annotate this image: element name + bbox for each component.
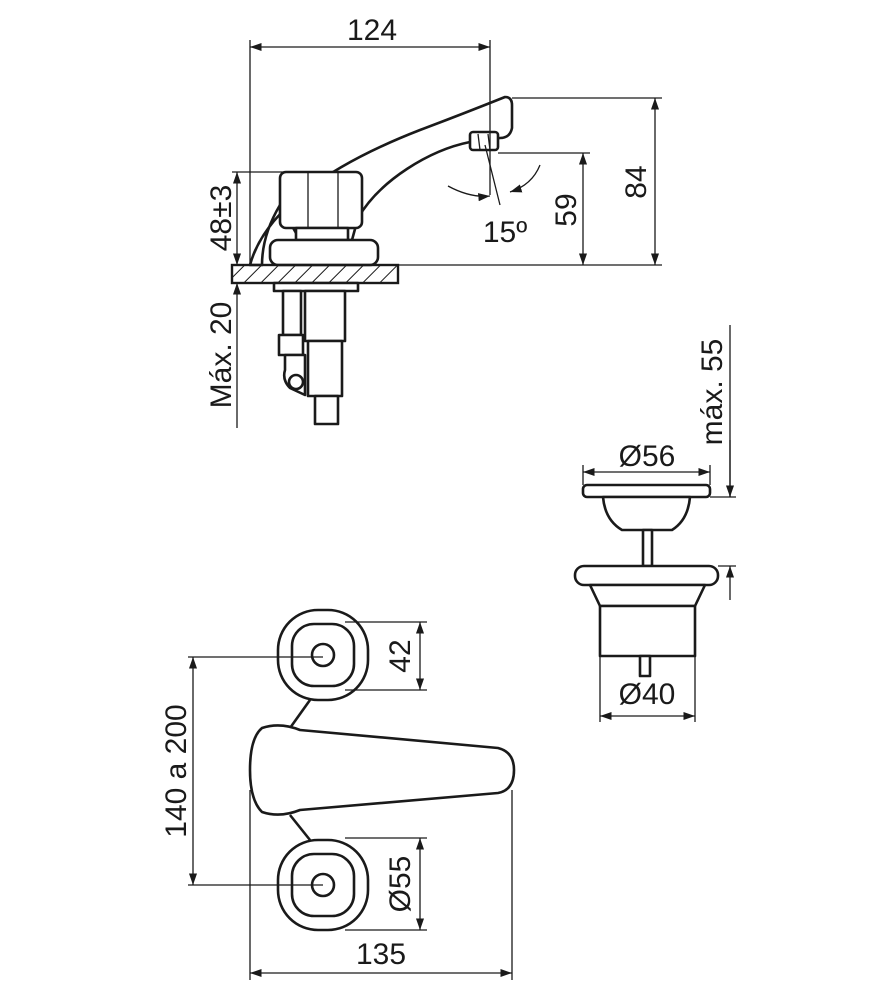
dim-max-20: Máx. 20 (205, 302, 238, 409)
side-dimensions: 124 84 59 15º 48±3 Máx. 20 (205, 14, 662, 428)
drain-view (573, 483, 720, 678)
dim-15-degrees: 15º (483, 216, 527, 249)
dim-max-55: máx. 55 (696, 339, 729, 446)
dim-124: 124 (347, 14, 397, 47)
dim-42: 42 (384, 639, 417, 672)
dim-84: 84 (620, 165, 653, 198)
dim-135: 135 (356, 938, 406, 971)
dim-d56: Ø56 (619, 440, 676, 473)
dim-d55: Ø55 (384, 856, 417, 913)
dim-140-200: 140 a 200 (160, 704, 193, 837)
top-dimensions: 42 140 a 200 Ø55 135 (160, 621, 513, 980)
dim-d40: Ø40 (619, 678, 676, 711)
drain-dimensions: máx. 55 Ø56 Ø40 (582, 325, 736, 722)
dim-48: 48±3 (205, 185, 238, 252)
faucet-side-view (230, 95, 514, 426)
faucet-top-view (248, 608, 516, 932)
dim-59: 59 (550, 193, 583, 226)
